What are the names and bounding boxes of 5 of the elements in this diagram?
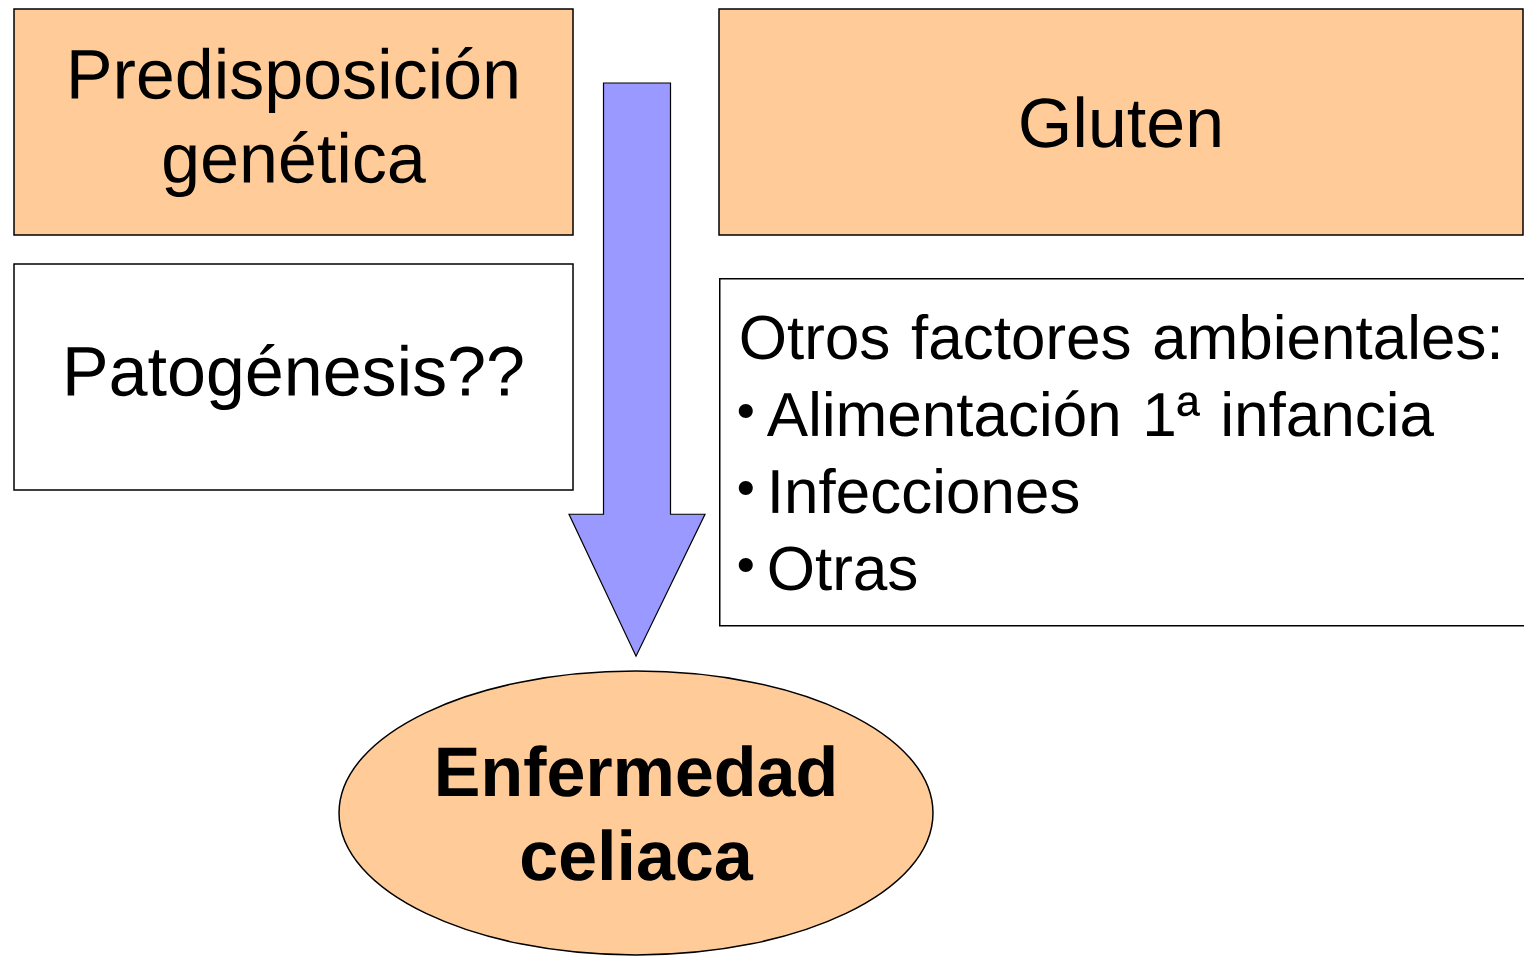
factor-box: Patogénesis?? (13, 263, 574, 491)
factor-box: Gluten (718, 8, 1524, 236)
factor-list-box: Otros factores ambientales: Alimentación 1ª infancia Infecciones Otras (719, 278, 1524, 627)
block-arrow (568, 82, 706, 658)
factor-box: Predisposición genética (13, 8, 574, 236)
